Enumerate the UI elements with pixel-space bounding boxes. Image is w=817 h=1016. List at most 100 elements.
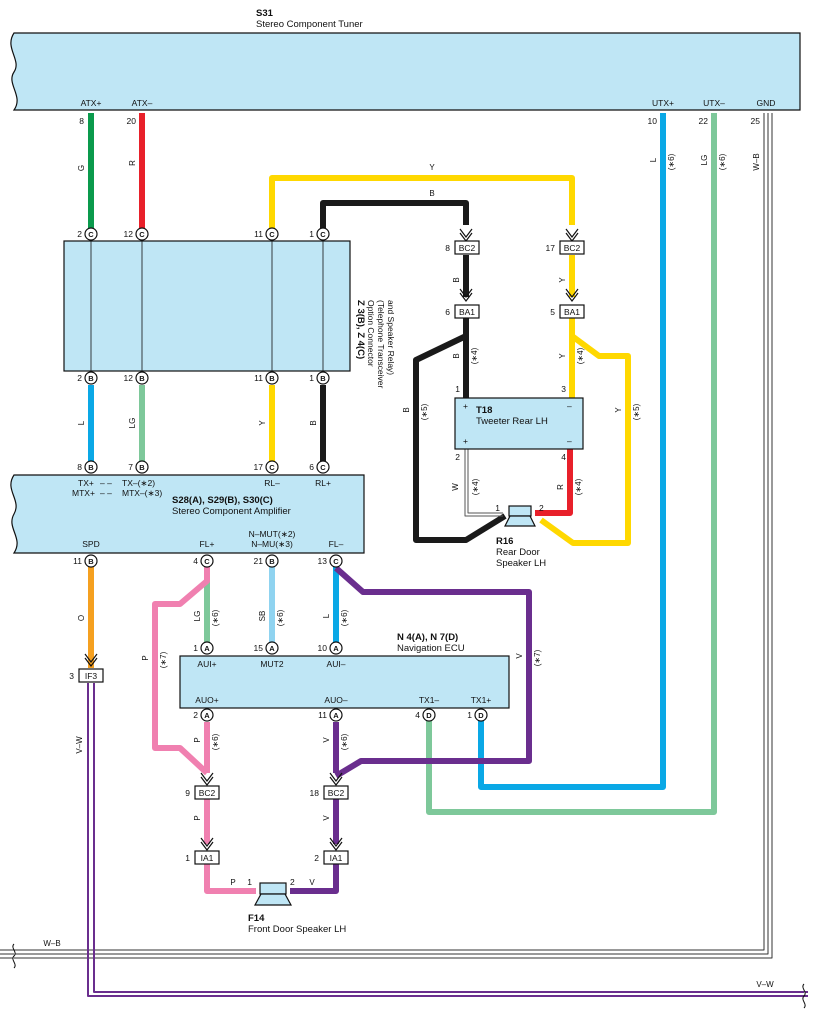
pin-number: 10 — [318, 643, 328, 653]
pin-circle — [200, 554, 214, 568]
front-door-speaker: 1 2 F14 Front Door Speaker LH — [247, 877, 346, 935]
connector-pin: 9 — [185, 788, 190, 798]
tuner-pin-gnd: GND — [757, 98, 776, 108]
wire-label: W–B — [43, 939, 60, 948]
amp-label-tx-plus: TX+ — [78, 478, 94, 488]
connector-box — [78, 668, 104, 683]
wire-label: V — [322, 737, 331, 743]
wire-label: (∗4) — [574, 478, 583, 495]
pin-number: 1 — [309, 373, 314, 383]
tweeter-code: T18 — [476, 405, 492, 416]
wire-label: LG — [128, 418, 137, 429]
connector-pin: 3 — [69, 671, 74, 681]
pin-connector-letter: A — [333, 711, 339, 720]
connector-pin: 6 — [445, 307, 450, 317]
wire-purple-speaker — [290, 864, 339, 894]
speaker-icon — [253, 882, 293, 906]
pin-connector-letter: C — [204, 557, 210, 566]
wire-label: R — [128, 160, 137, 166]
pin-circle — [329, 641, 343, 655]
amp-label-nmut: N–MUT(∗2) — [249, 529, 296, 539]
connector-arrow — [565, 288, 579, 302]
wire-label: (∗6) — [211, 609, 220, 626]
nav-name: Navigation ECU — [397, 643, 465, 654]
pin-number: 4 — [415, 710, 420, 720]
wire-label: G — [77, 165, 86, 171]
amplifier-component: S28(A), S29(B), S30(C) Stereo Component … — [10, 474, 365, 554]
option-sub1: (Telephone Transceiver — [376, 300, 386, 389]
front-spk-pin-1: 1 — [247, 877, 252, 887]
wire-label: (∗6) — [276, 609, 285, 626]
wire-label: V — [309, 878, 315, 887]
wire-label: SB — [258, 611, 267, 622]
connector-box — [454, 240, 480, 255]
nav-label-aui-minus: AUI– — [327, 659, 346, 669]
rear-door-speaker: 1 2 R16 Rear Door Speaker LH — [495, 503, 546, 569]
connector-arrow — [329, 837, 343, 851]
pin-number: 11 — [73, 556, 82, 566]
connector-box — [454, 304, 480, 319]
wire-label: Y — [429, 163, 435, 172]
tweeter-plus-1: + — [463, 401, 468, 411]
wire-label: (∗6) — [718, 153, 727, 170]
wire-gnd-2 — [0, 113, 769, 955]
front-spk-code: F14 — [248, 913, 265, 924]
pin-connector-letter: D — [478, 711, 484, 720]
option-connector-component: Z 3(B), Z 4(C) Option Connector (Telepho… — [63, 240, 396, 389]
wire-red-tweeter — [535, 449, 573, 516]
pin-connector-letter: B — [139, 374, 145, 383]
wire-label: B — [452, 353, 461, 358]
amp-label-mtx-minus: MTX–(∗3) — [122, 488, 162, 498]
wire-label: O — [77, 615, 86, 621]
connector-label: IF3 — [85, 671, 98, 681]
pin-circle — [316, 227, 330, 241]
wire-label: W — [451, 483, 460, 491]
tweeter-pin-1: 1 — [455, 384, 460, 394]
tweeter-minus-1: – — [567, 401, 572, 411]
wire-gnd-1 — [0, 113, 765, 951]
connector-pin: 5 — [550, 307, 555, 317]
tuner-name: Stereo Component Tuner — [256, 19, 363, 30]
pin-connector-letter: B — [269, 557, 275, 566]
tweeter-component: T18 Tweeter Rear LH + – + – 1 3 2 4 — [454, 384, 584, 462]
rear-spk-pin-2: 2 — [539, 503, 544, 513]
wires — [0, 113, 808, 997]
wire-pink-loop — [152, 566, 210, 776]
pin-number: 2 — [77, 229, 82, 239]
pin-circle — [316, 460, 330, 474]
connector-ia1-b: IA1 2 — [314, 837, 349, 865]
nav-code: N 4(A), N 7(D) — [397, 632, 458, 643]
connector-bc2-c: BC2 9 — [185, 772, 220, 800]
amplifier-box — [10, 474, 365, 554]
connector-label: IA1 — [330, 853, 343, 863]
edge-breaks — [12, 943, 806, 1009]
connector-arrow — [200, 837, 214, 851]
pin-number: 17 — [254, 462, 264, 472]
wire-purple-loop — [334, 565, 532, 779]
wire-label: (∗6) — [211, 733, 220, 750]
wire-label: V–W — [756, 980, 774, 989]
pin-circle — [474, 708, 488, 722]
connector-if3: IF3 3 — [69, 653, 104, 683]
amp-label-fl-plus: FL+ — [200, 539, 215, 549]
nav-label-tx1-minus: TX1– — [419, 695, 440, 705]
pin-number: 2 — [77, 373, 82, 383]
wire-label: P — [141, 655, 150, 660]
connector-label: BC2 — [328, 788, 345, 798]
nav-label-auo-plus: AUO+ — [195, 695, 218, 705]
rear-spk-name-1: Rear Door — [496, 547, 540, 558]
pin-number: 11 — [318, 710, 327, 720]
wire-black-loop — [413, 333, 507, 543]
wire-label: V–W — [75, 736, 84, 754]
tuner-pin-utx-minus: UTX– — [703, 98, 725, 108]
connector-arrow — [200, 772, 214, 786]
front-spk-pin-2: 2 — [290, 877, 295, 887]
wire-label: L — [77, 420, 86, 425]
wire-label: Y — [614, 407, 623, 413]
wire-gnd-3 — [0, 113, 773, 959]
wire-label: V — [515, 653, 524, 659]
pin-connector-letter: C — [320, 230, 326, 239]
pin-number: 11 — [254, 229, 263, 239]
